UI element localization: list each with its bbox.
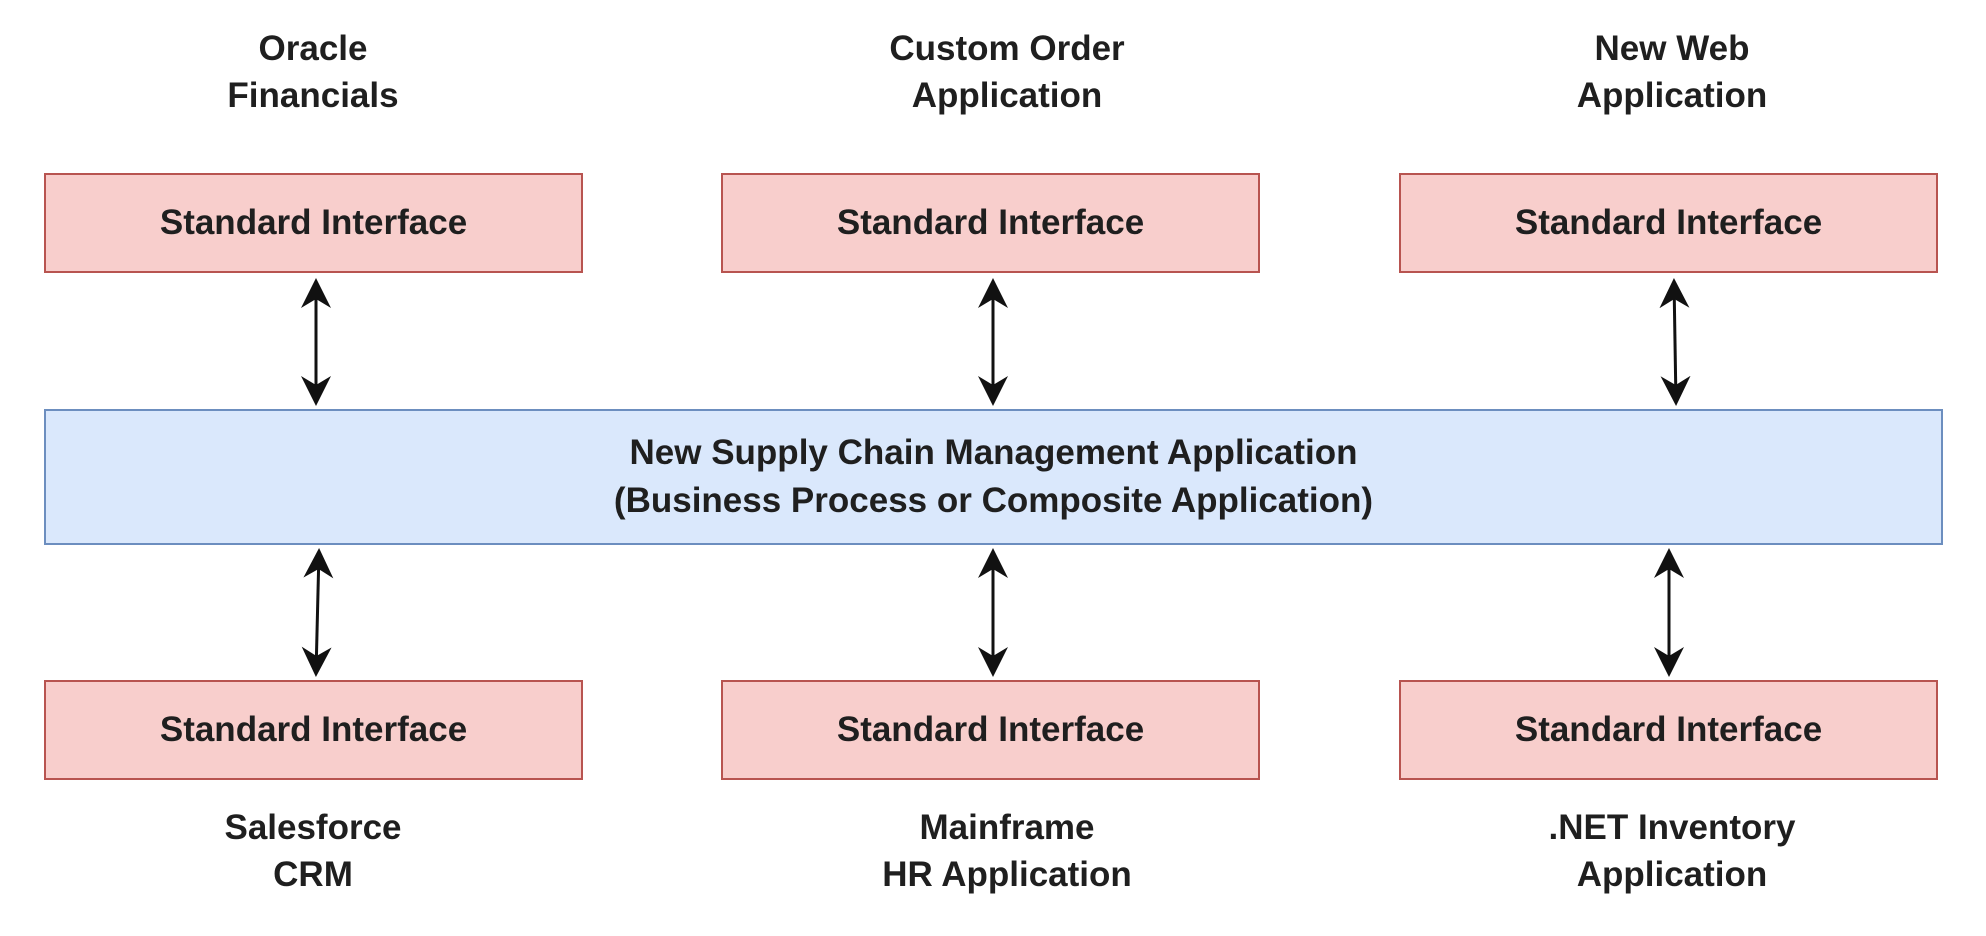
top-app-label-custom-order-application: Custom Order Application — [889, 29, 1125, 115]
supply-chain-subtitle: (Business Process or Composite Applicati… — [613, 481, 1374, 520]
bidirectional-arrow-top-3 — [1659, 278, 1691, 406]
bottom-standard-interface-box-3: Standard Interface — [1399, 680, 1938, 780]
bottom-standard-interface-box-2: Standard Interface — [721, 680, 1260, 780]
bottom-app-label-mainframe-hr-application: Mainframe HR Application — [882, 808, 1132, 894]
bottom-app-label-salesforce-crm: Salesforce CRM — [224, 808, 402, 894]
top-app-label-new-web-application: New Web Application — [1576, 29, 1768, 115]
bidirectional-arrow-bottom-1 — [301, 548, 334, 677]
bottom-app-label-net-inventory-application: .NET Inventory Application — [1548, 808, 1796, 894]
top-standard-interface-box-3: Standard Interface — [1399, 173, 1938, 273]
supply-chain-management-box: New Supply Chain Management Application … — [44, 409, 1943, 545]
top-app-label-oracle-financials: Oracle Financials — [227, 29, 399, 115]
top-standard-interface-box-2: Standard Interface — [721, 173, 1260, 273]
supply-chain-title: New Supply Chain Management Application — [629, 433, 1358, 472]
top-standard-interface-box-1: Standard Interface — [44, 173, 583, 273]
bottom-standard-interface-box-1: Standard Interface — [44, 680, 583, 780]
